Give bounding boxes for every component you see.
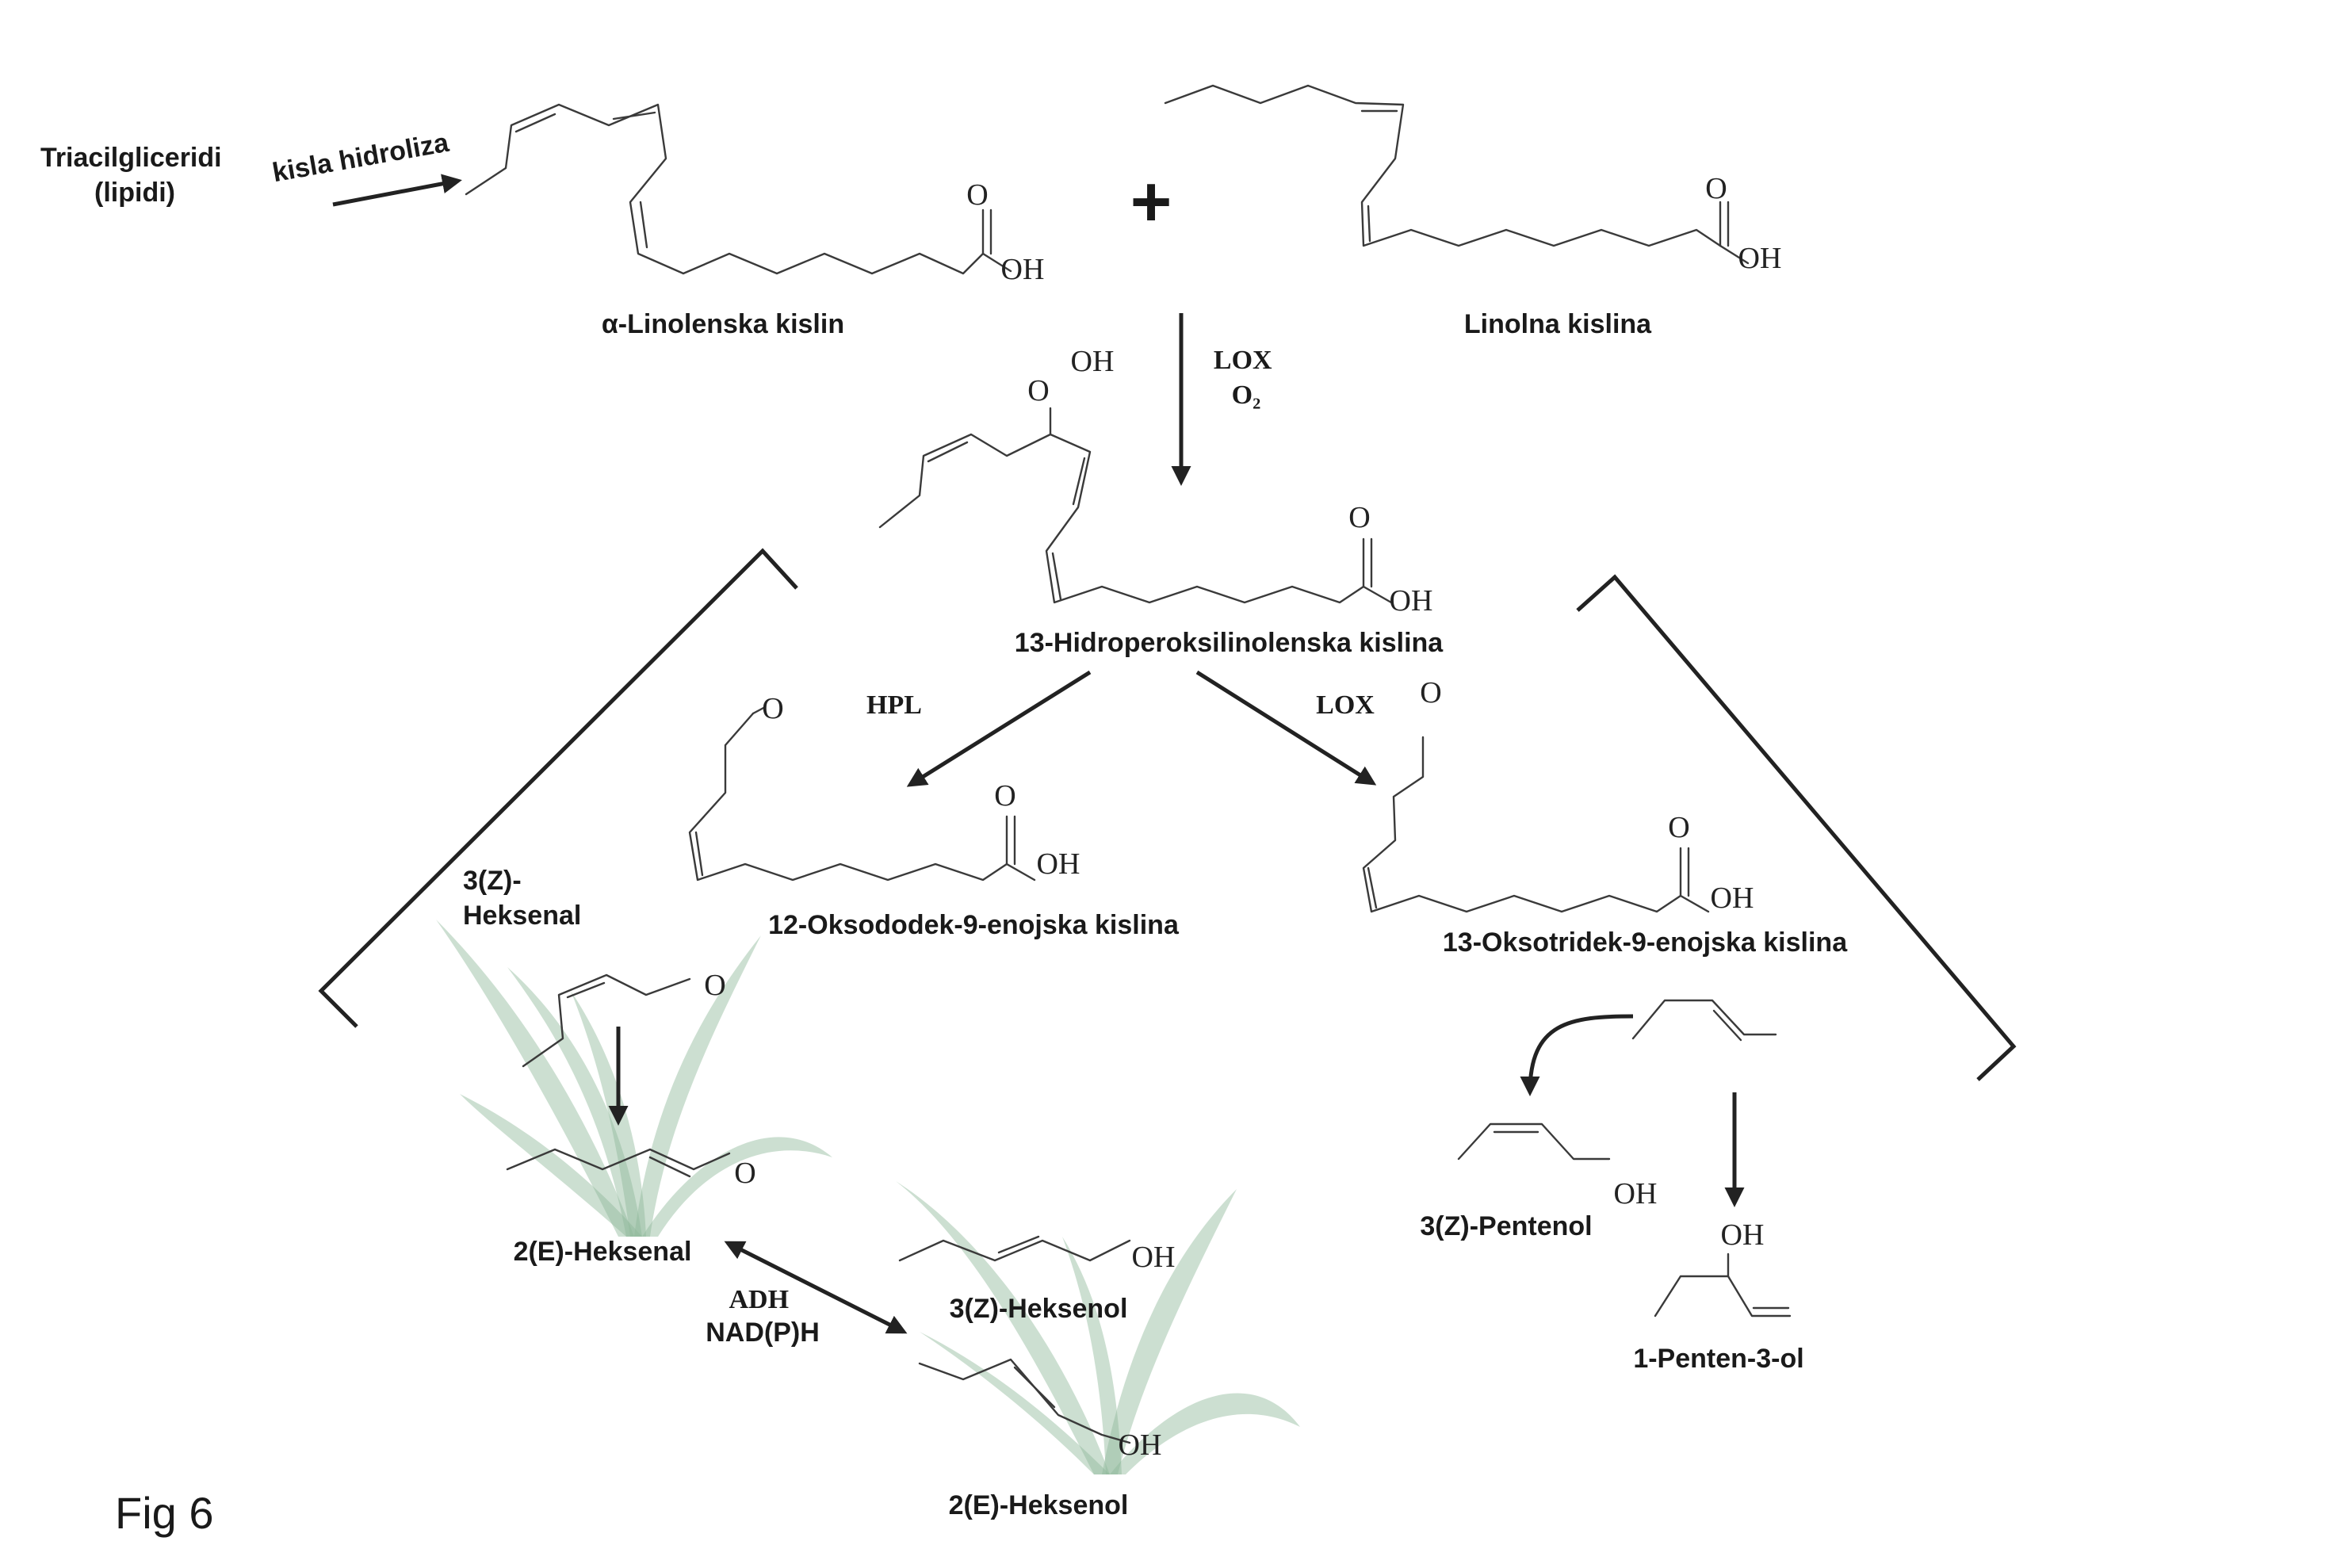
penten3ol-structure [1654, 1252, 1792, 1318]
oxotridec-acid-oh: OH [1711, 882, 1754, 915]
z3-hexenol-structure [898, 1235, 1131, 1262]
pentene-structure [1631, 999, 1777, 1042]
alpha-linolenic-acid-structure [465, 103, 1012, 275]
adh-label-top: ADH [729, 1285, 789, 1314]
figure-label: Fig 6 [115, 1488, 214, 1538]
z3-hexenal-label: 3(Z)- Heksenal [463, 866, 581, 931]
penten3ol-oh: OH [1721, 1218, 1765, 1252]
triacylglyceride-label-line-1: Triacilgliceridi [40, 143, 222, 173]
z3-hexenol-oh: OH [1132, 1241, 1176, 1274]
z3-hexenal-label-line-1: 3(Z)- [463, 866, 522, 896]
oxododec-label: 12-Oksododek-9-enojska kislina [768, 910, 1180, 940]
hydroperoxy-acid-structure [878, 407, 1393, 604]
o2-label: O₂ [1232, 381, 1261, 410]
hpl-arrow [906, 670, 1092, 787]
oxododec-acid-structure [688, 706, 1036, 882]
linoleic-label: Linolna kislina [1464, 309, 1652, 339]
lox-branch-arrow [1195, 670, 1377, 786]
e2-hexenal-o: O [734, 1157, 755, 1190]
lox-o2-label: LOX O₂ [1214, 346, 1279, 410]
hydroperoxy-label: 13-Hidroperoksilinolenska kislina [1015, 628, 1444, 658]
triacylglyceride-label: Triacilgliceridi (lipidi) [40, 143, 229, 208]
alpha-linolenic-label: α-Linolenska kislin [602, 309, 844, 339]
hydroperoxy-acid-o: O [1348, 501, 1370, 534]
oxotridec-acid-structure [1362, 736, 1710, 913]
e2-hexenol-oh: OH [1119, 1428, 1162, 1462]
alpha-linolenic-o: O [966, 178, 988, 212]
lox-branch-label: LOX [1316, 690, 1375, 720]
oxotridec-acid-o: O [1668, 811, 1689, 844]
plus-sign: + [1130, 163, 1172, 242]
e2-hexenol-structure [918, 1358, 1131, 1444]
adh-arrow [724, 1241, 908, 1334]
hydroperoxy-oh: OH [1071, 345, 1115, 378]
e2-hexenal-label: 2(E)-Heksenal [514, 1237, 692, 1267]
linoleic-oh: OH [1738, 242, 1782, 275]
alpha-linolenic-oh: OH [1001, 253, 1045, 286]
oxododec-acid-o: O [994, 779, 1015, 813]
z3-hexenal-o: O [704, 969, 725, 1002]
oxododec-acid-oh: OH [1037, 847, 1080, 881]
penten3ol-label: 1-Penten-3-ol [1633, 1344, 1803, 1374]
linoleic-acid-structure [1164, 84, 1750, 265]
adh-label: ADH NAD(P)H [706, 1284, 820, 1348]
pentenol-arrow [1520, 1014, 1634, 1096]
z3-hexenal-structure [522, 973, 691, 1068]
oxododec-aldehyde-o: O [762, 692, 783, 725]
lox-label-top: LOX [1214, 346, 1272, 375]
grass-decoration-left [436, 920, 832, 1237]
z3-hexenal-label-line-2: Heksenal [463, 901, 581, 931]
hydroperoxy-o: O [1027, 374, 1049, 407]
z3-pentenol-structure [1457, 1122, 1611, 1161]
hydrolysis-arrow [332, 174, 462, 207]
nadph-label: NAD(P)H [706, 1318, 820, 1348]
e2-hexenol-label: 2(E)-Heksenol [949, 1490, 1129, 1520]
oxotridec-aldehyde-o: O [1420, 676, 1441, 709]
z3-pentenol-label: 3(Z)-Pentenol [1420, 1211, 1592, 1241]
e2-hexenal-structure [506, 1148, 731, 1178]
hydrolysis-label: kisla hidroliza [270, 128, 452, 189]
hpl-label: HPL [866, 690, 922, 720]
hydroperoxy-acid-oh: OH [1390, 584, 1433, 618]
z3-hexenol-label: 3(Z)-Heksenol [950, 1294, 1128, 1324]
linoleic-o: O [1705, 172, 1727, 205]
triacylglyceride-label-line-2: (lipidi) [94, 178, 175, 208]
z3-pentenol-oh: OH [1614, 1177, 1658, 1210]
grass-decoration-right [896, 1181, 1300, 1474]
oxotridec-label: 13-Oksotridek-9-enojska kislina [1443, 927, 1848, 958]
right-bracket [1576, 574, 2017, 1081]
left-bracket [318, 548, 798, 1028]
